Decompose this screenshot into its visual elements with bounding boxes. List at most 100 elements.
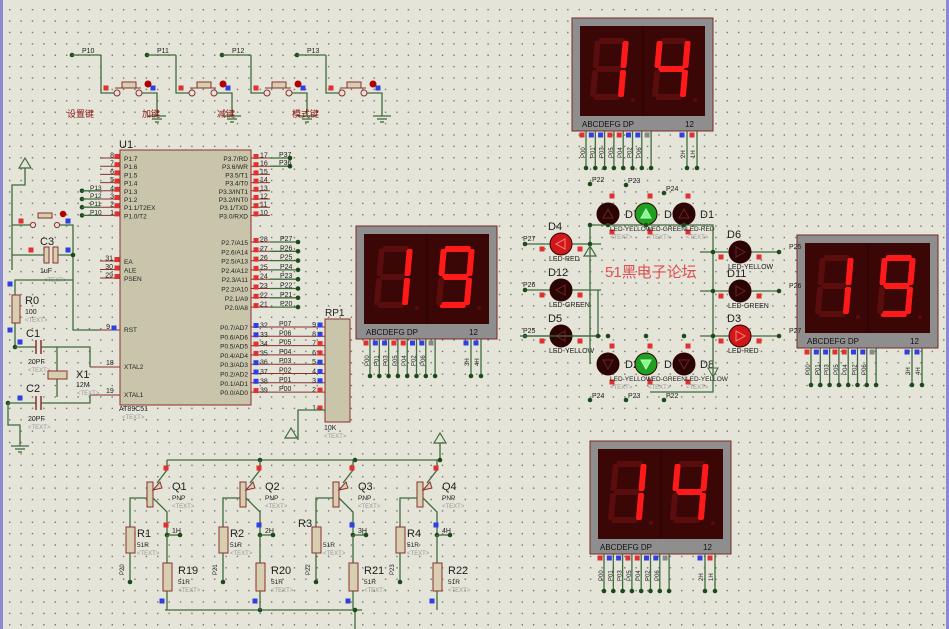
led-body[interactable] bbox=[672, 352, 696, 376]
segment-b bbox=[620, 41, 629, 68]
pin-marker bbox=[103, 85, 109, 91]
button-contact bbox=[53, 221, 61, 229]
button-contact bbox=[135, 89, 143, 97]
resistor-r21[interactable] bbox=[348, 562, 359, 592]
resistor-r4[interactable] bbox=[395, 526, 406, 554]
transistor-q2[interactable] bbox=[239, 481, 247, 508]
button-cap[interactable] bbox=[196, 81, 212, 89]
segment-net-label: P05 bbox=[627, 570, 633, 581]
led-body[interactable] bbox=[728, 240, 752, 264]
led-body[interactable] bbox=[672, 202, 696, 226]
net-label: P10 bbox=[90, 209, 102, 216]
segment-d bbox=[655, 94, 682, 100]
button-cap[interactable] bbox=[271, 81, 287, 89]
button-contact bbox=[188, 89, 196, 97]
segment-b bbox=[466, 249, 475, 276]
pin-marker bbox=[718, 254, 724, 260]
junction-dot bbox=[864, 382, 870, 388]
wire bbox=[14, 279, 73, 295]
pin-name: RST bbox=[124, 327, 137, 334]
capacitor-c3[interactable] bbox=[43, 246, 50, 264]
net-label: P25 bbox=[280, 255, 293, 262]
wire bbox=[249, 460, 261, 484]
junction-dot bbox=[295, 276, 301, 282]
wire bbox=[175, 55, 192, 94]
transistor-q1[interactable] bbox=[146, 481, 154, 508]
diode-icon bbox=[640, 207, 652, 219]
pin-name: P0.2/AD2 bbox=[220, 372, 248, 379]
segment-f bbox=[592, 41, 601, 68]
button-contact bbox=[29, 221, 37, 229]
pin-marker bbox=[689, 132, 695, 138]
rp1-pin-number: 1 bbox=[312, 405, 316, 412]
pin-marker bbox=[391, 340, 397, 346]
junction-dot bbox=[643, 222, 649, 228]
transistor-ref: Q4 bbox=[442, 481, 457, 493]
pin-name: XTAL1 bbox=[124, 392, 144, 399]
pin-number: 6 bbox=[110, 169, 114, 176]
crystal-x1[interactable] bbox=[47, 370, 68, 380]
led-body[interactable] bbox=[728, 324, 752, 348]
rp1-pin-number: 5 bbox=[312, 359, 316, 366]
resistor-r20[interactable] bbox=[255, 562, 266, 592]
resistor-r3[interactable] bbox=[311, 526, 322, 554]
resistor-r2[interactable] bbox=[218, 526, 229, 554]
segment-net-label: P01 bbox=[815, 364, 821, 375]
resistor-r19[interactable] bbox=[162, 562, 173, 592]
led-type: LED-YELLOW bbox=[610, 376, 653, 383]
junction-dot bbox=[661, 397, 667, 403]
button-net-label: P12 bbox=[232, 48, 245, 55]
led-body[interactable] bbox=[596, 352, 620, 376]
led-ref: D3 bbox=[727, 313, 741, 325]
led-body[interactable] bbox=[549, 232, 573, 256]
led-body[interactable] bbox=[596, 202, 620, 226]
pin-marker bbox=[252, 598, 258, 604]
resistor-r22[interactable] bbox=[432, 562, 443, 592]
button-cap[interactable] bbox=[346, 81, 362, 89]
resistor-r0[interactable] bbox=[11, 294, 21, 324]
rp1-body[interactable] bbox=[324, 318, 351, 423]
resistor-r1[interactable] bbox=[125, 526, 136, 554]
junction-dot bbox=[295, 267, 301, 273]
button-cap[interactable] bbox=[121, 81, 137, 89]
button-state-icon bbox=[144, 80, 152, 88]
reset-button[interactable] bbox=[37, 212, 53, 219]
transistor-ref: Q2 bbox=[265, 481, 280, 493]
led-text: <TEXT> bbox=[610, 385, 633, 391]
pin-marker bbox=[473, 340, 479, 346]
mcu-body[interactable] bbox=[119, 149, 252, 406]
pin-name: P0.6/AD6 bbox=[220, 334, 248, 341]
junction-dot bbox=[818, 382, 823, 388]
component-ref: X1 bbox=[76, 369, 89, 381]
net-label: P23 bbox=[280, 273, 293, 280]
resistor-ref: R22 bbox=[448, 565, 468, 577]
pin-name: P2.2/A10 bbox=[221, 287, 248, 294]
net-label: 1H bbox=[172, 528, 181, 535]
button-state-icon bbox=[219, 80, 227, 88]
led-body[interactable] bbox=[728, 279, 752, 303]
led-body[interactable] bbox=[549, 278, 573, 302]
transistor-q3[interactable] bbox=[332, 481, 340, 508]
transistor-q4[interactable] bbox=[416, 481, 424, 508]
